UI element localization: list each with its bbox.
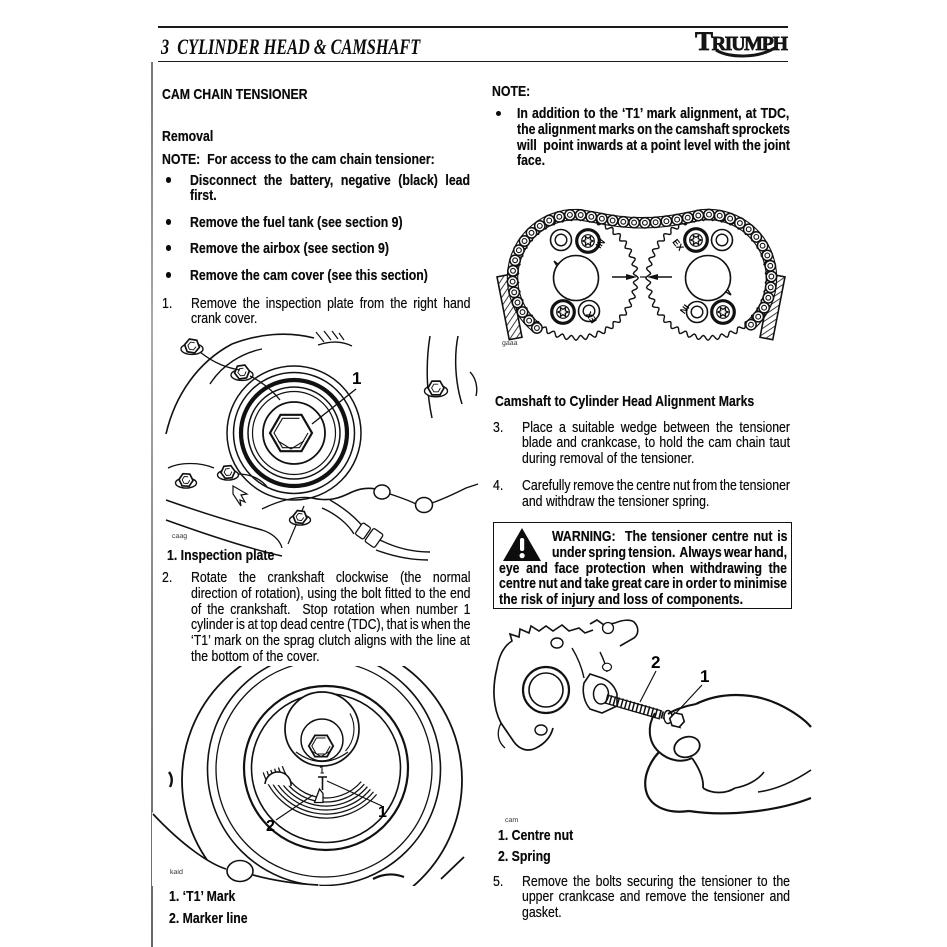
svg-text:1: 1 [378, 804, 387, 821]
svg-text:caag: caag [172, 533, 187, 540]
svg-text:2: 2 [651, 653, 660, 672]
svg-text:1: 1 [352, 369, 361, 388]
svg-text:gaaa: gaaa [502, 340, 518, 347]
svg-text:1: 1 [700, 667, 709, 686]
svg-text:cam: cam [505, 817, 518, 824]
svg-text:TRIUMPH: TRIUMPH [695, 26, 788, 56]
svg-text:kaid: kaid [170, 868, 183, 876]
svg-text:2: 2 [266, 818, 275, 835]
